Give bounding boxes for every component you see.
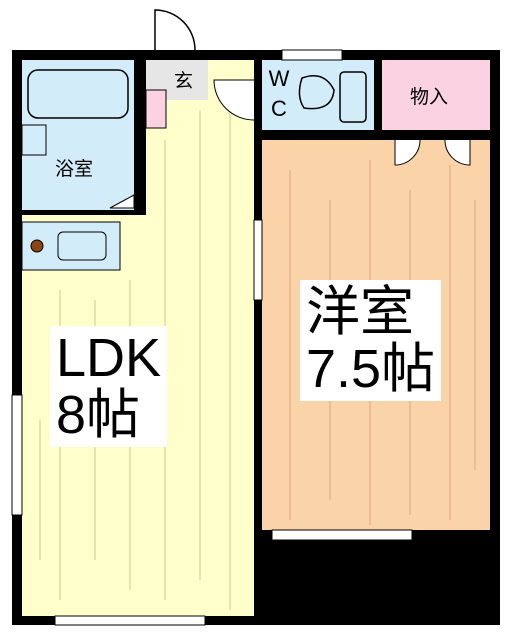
label-ldk: LDK 8帖: [50, 326, 168, 448]
storage-floor: [382, 60, 490, 130]
west-window: [11, 394, 23, 516]
label-western: 洋室 7.5帖: [300, 280, 442, 402]
label-western-line2: 7.5帖: [306, 338, 436, 399]
bath-basin: [21, 124, 47, 156]
label-entrance: 玄: [174, 70, 194, 92]
bath-door: [109, 194, 135, 209]
shoe-box: [145, 89, 167, 129]
partition-sliding-door: [253, 219, 263, 301]
storage-door-left: [394, 139, 421, 166]
wc-window: [281, 49, 343, 61]
label-storage: 物入: [410, 86, 449, 108]
south-window-western: [271, 529, 413, 541]
label-ldk-line2: 8帖: [56, 384, 141, 445]
label-western-line1: 洋室: [306, 282, 414, 342]
kitchen-sink: [57, 231, 107, 261]
toilet-bowl: [298, 75, 335, 110]
label-wc-w: W: [268, 66, 290, 91]
label-ldk-line1: LDK: [56, 328, 162, 388]
wc-door-swing: [213, 79, 255, 121]
stove-burner: [30, 239, 44, 253]
bathtub: [27, 69, 129, 119]
label-laundry: 洗: [459, 564, 479, 586]
south-window-ldk: [54, 615, 206, 626]
front-door-swing: [154, 9, 196, 51]
label-bath: 浴室: [55, 158, 94, 180]
label-balcony: バルコニー: [300, 564, 395, 586]
toilet-tank: [339, 71, 367, 123]
storage-door-right: [444, 139, 471, 166]
label-wc-c: C: [271, 96, 287, 121]
